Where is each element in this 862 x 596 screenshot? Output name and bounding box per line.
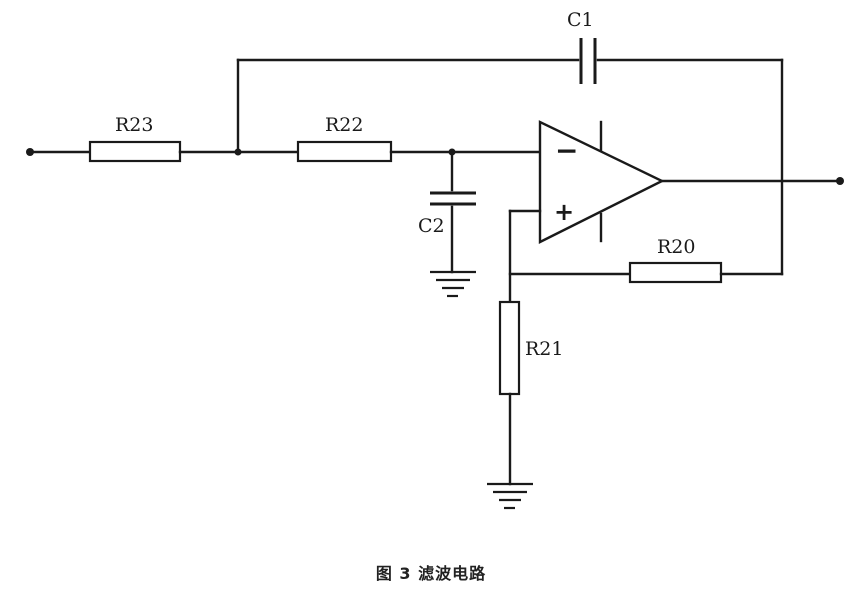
opamp-body (538, 120, 665, 244)
output-terminal (836, 177, 844, 185)
label-r20: R20 (657, 236, 695, 258)
label-c2: C2 (418, 215, 445, 237)
resistor-r20 (628, 261, 723, 284)
ground-symbol-c2 (430, 270, 476, 298)
resistor-r22 (296, 140, 393, 163)
resistor-r23 (88, 140, 182, 163)
resistor-r21 (498, 300, 521, 396)
opamp-inverting-sign: − (555, 134, 578, 167)
ground-symbol-r21 (487, 482, 533, 510)
label-r22: R22 (325, 114, 363, 136)
figure-caption: 图 3 滤波电路 (375, 564, 487, 583)
label-c1: C1 (567, 9, 594, 31)
opamp-noninverting-sign: + (554, 198, 574, 226)
label-r23: R23 (115, 114, 153, 136)
label-r21: R21 (525, 338, 563, 360)
